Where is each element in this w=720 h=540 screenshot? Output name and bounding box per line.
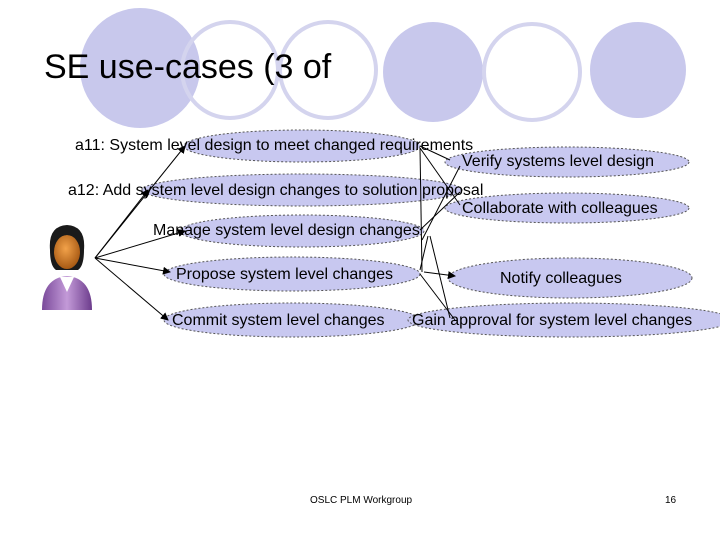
include-line: [421, 165, 461, 241]
decorative-ring: [278, 20, 378, 120]
page-number: 16: [665, 495, 677, 506]
association-line: [94, 229, 186, 259]
decorative-circle: [590, 22, 686, 118]
use-case-label-commit: Commit system level changes: [172, 312, 385, 329]
include-line: [419, 147, 461, 206]
footer-text: OSLC PLM Workgroup: [310, 495, 413, 506]
use-case-label-verify: Verify systems level design: [462, 153, 655, 170]
decorative-ring: [482, 22, 582, 122]
include-line: [419, 235, 429, 271]
include-line: [429, 235, 451, 319]
use-case-ellipse-collaborate: [444, 192, 690, 224]
association-line: [94, 189, 149, 259]
use-case-label-manage: Manage system level design changes: [153, 222, 420, 239]
user-avatar-icon: [42, 225, 92, 310]
use-case-ellipse-gain: [407, 302, 720, 338]
use-case-label-a11: a11: System level design to meet changed…: [75, 137, 474, 154]
include-line: [419, 145, 451, 161]
association-line: [94, 257, 169, 321]
use-case-label-notify: Notify colleagues: [500, 270, 622, 287]
association-line: [94, 257, 171, 275]
use-case-label-propose: Propose system level changes: [176, 266, 393, 283]
use-case-label-a12: a12: Add system level design changes to …: [68, 182, 484, 199]
decorative-circle: [383, 22, 483, 122]
use-case-ellipse-manage: [179, 214, 425, 248]
include-line: [419, 191, 461, 231]
include-line: [419, 273, 456, 321]
slide-title: SE use-cases (3 of: [44, 48, 332, 86]
use-case-label-gain: Gain approval for system level changes: [412, 312, 693, 329]
include-line: [419, 147, 423, 273]
use-case-label-collaborate: Collaborate with colleagues: [462, 200, 658, 217]
use-case-ellipse-verify: [444, 146, 690, 178]
